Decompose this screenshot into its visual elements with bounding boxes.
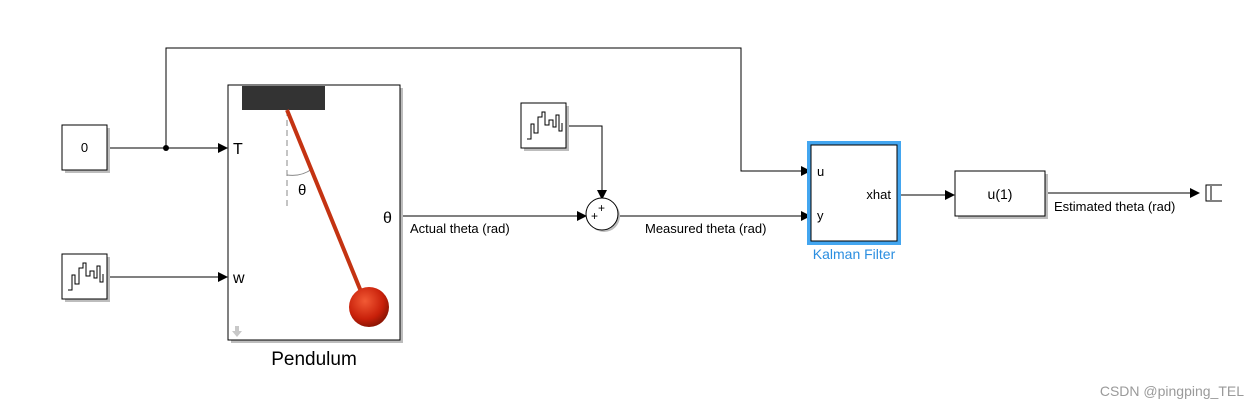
pendulum-rod bbox=[285, 109, 364, 295]
arrowhead-icon bbox=[597, 190, 607, 200]
label-estimated-theta: Estimated theta (rad) bbox=[1054, 199, 1175, 214]
sum-sign-left: + bbox=[591, 209, 598, 223]
selection-highlight bbox=[807, 141, 901, 245]
kalman-filter-title: Kalman Filter bbox=[813, 246, 896, 262]
port-y: y bbox=[817, 208, 824, 223]
pendulum-bob bbox=[349, 287, 389, 327]
arrowhead-icon bbox=[218, 143, 228, 153]
signal-lines bbox=[108, 47, 1200, 282]
port-u: u bbox=[817, 164, 824, 179]
port-xhat: xhat bbox=[866, 187, 891, 202]
port-theta: θ bbox=[383, 210, 392, 227]
port-w: w bbox=[232, 270, 245, 287]
angle-label: θ bbox=[298, 182, 306, 199]
sum-sign-top: + bbox=[598, 201, 605, 215]
fcn-expression: u(1) bbox=[988, 186, 1013, 202]
arrowhead-icon bbox=[1190, 188, 1200, 198]
random-signal-icon bbox=[527, 111, 563, 140]
down-arrow-icon bbox=[232, 326, 242, 337]
fcn-block[interactable]: u(1) bbox=[954, 170, 1048, 219]
label-measured-theta: Measured theta (rad) bbox=[645, 221, 766, 236]
label-actual-theta: Actual theta (rad) bbox=[410, 221, 510, 236]
arrowhead-icon bbox=[577, 211, 587, 221]
terminator-block[interactable] bbox=[1205, 184, 1222, 202]
pendulum-mount bbox=[242, 86, 325, 110]
wire-branch-to-kalman-u[interactable] bbox=[165, 47, 803, 172]
sum-block[interactable]: + + bbox=[585, 197, 620, 232]
arrowhead-icon bbox=[218, 272, 228, 282]
arrowhead-icon bbox=[801, 211, 811, 221]
arrowhead-icon bbox=[945, 190, 955, 200]
constant-block[interactable]: 0 bbox=[61, 124, 110, 173]
port-T: T bbox=[233, 141, 243, 158]
random-signal-block-w[interactable] bbox=[61, 253, 110, 302]
arrowhead-icon bbox=[801, 166, 811, 176]
watermark: CSDN @pingping_TEL bbox=[1100, 383, 1244, 399]
random-signal-block-measurement[interactable] bbox=[520, 102, 569, 151]
pendulum-block[interactable]: θ T w θ bbox=[227, 84, 403, 343]
wire-noise-to-sum[interactable] bbox=[566, 125, 603, 191]
random-signal-icon bbox=[68, 262, 104, 291]
pendulum-title: Pendulum bbox=[271, 349, 357, 370]
kalman-filter-block[interactable]: u y xhat bbox=[807, 141, 901, 245]
constant-value: 0 bbox=[81, 140, 88, 155]
